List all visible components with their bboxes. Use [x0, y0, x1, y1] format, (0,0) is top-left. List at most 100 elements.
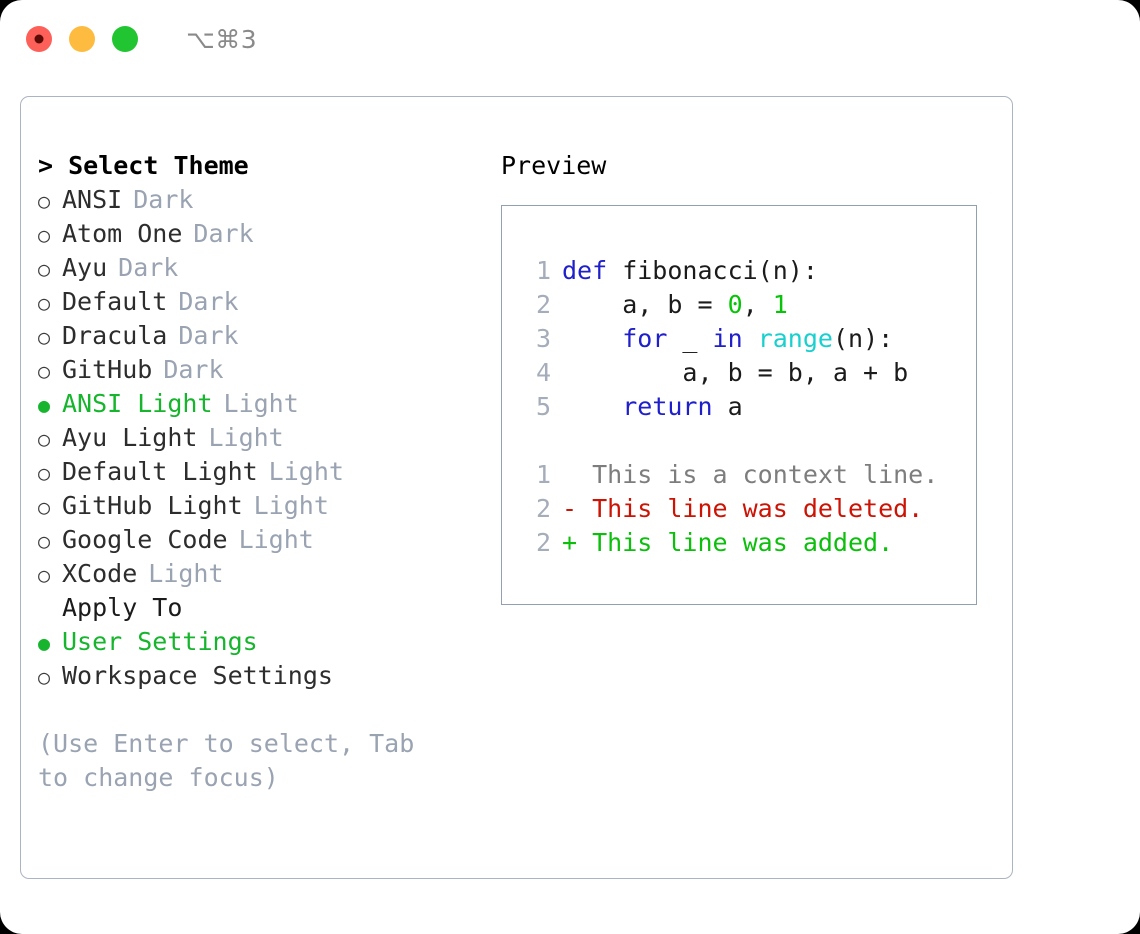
- apply-to-option-user-settings[interactable]: ● User Settings: [38, 625, 478, 659]
- line-number: 3: [535, 324, 551, 353]
- code-token-num: 1: [772, 290, 788, 319]
- theme-variant-badge: Dark: [118, 253, 179, 282]
- theme-option-label: Dracula: [62, 321, 168, 350]
- diff-line-ctx: 1 This is a context line.: [521, 458, 970, 492]
- theme-variant-badge: Dark: [133, 185, 194, 214]
- radio-selected-icon[interactable]: ●: [38, 631, 51, 655]
- line-number: 2: [535, 528, 551, 557]
- code-token-plain: a, b = b, a + b: [562, 358, 909, 387]
- keyboard-hint-text: (Use Enter to select, Tab to change focu…: [38, 729, 430, 792]
- theme-option-label: Default: [62, 287, 168, 316]
- code-token-plain: ,: [742, 290, 773, 319]
- diff-line-add: 2 + This line was added.: [521, 526, 970, 560]
- code-diff-spacer: [521, 424, 970, 458]
- radio-unselected-icon[interactable]: ○: [38, 563, 51, 587]
- theme-option-default-light[interactable]: ○ Default Light Light: [38, 455, 478, 489]
- diff-line-content: - This line was deleted.: [562, 494, 924, 523]
- diff-line-content: + This line was added.: [562, 528, 894, 557]
- diff-sample: 1 This is a context line.2- This line wa…: [521, 458, 970, 560]
- theme-variant-badge: Light: [253, 491, 329, 520]
- theme-option-label: GitHub Light: [62, 491, 243, 520]
- maximize-button[interactable]: [112, 26, 138, 52]
- code-token-plain: [562, 392, 622, 421]
- code-token-plain: fibonacci(n):: [607, 256, 818, 285]
- radio-unselected-icon[interactable]: ○: [38, 427, 51, 451]
- apply-to-list[interactable]: ● User Settings ○Workspace Settings: [38, 625, 478, 693]
- radio-unselected-icon[interactable]: ○: [38, 461, 51, 485]
- code-token-plain: _: [667, 324, 713, 353]
- theme-option-label: GitHub: [62, 355, 153, 384]
- theme-option-label: ANSI: [62, 185, 123, 214]
- select-theme-heading: > Select Theme: [38, 151, 249, 180]
- theme-option-github[interactable]: ○ GitHub Dark: [38, 353, 478, 387]
- keyboard-shortcut-label: ⌥⌘3: [186, 24, 258, 54]
- code-token-fn: range: [757, 324, 833, 353]
- radio-unselected-icon[interactable]: ○: [38, 325, 51, 349]
- minimize-button[interactable]: [69, 26, 95, 52]
- theme-variant-badge: Light: [208, 423, 284, 452]
- line-number: 1: [535, 256, 551, 285]
- theme-variant-badge: Dark: [163, 355, 224, 384]
- code-line: 2 a, b = 0, 1: [521, 288, 970, 322]
- theme-option-dracula[interactable]: ○ Dracula Dark: [38, 319, 478, 353]
- radio-unselected-icon[interactable]: ○: [38, 291, 51, 315]
- radio-unselected-icon[interactable]: ○: [38, 359, 51, 383]
- code-line-content: return a: [562, 390, 742, 424]
- theme-option-label: XCode: [62, 559, 138, 588]
- theme-option-label: Atom One: [62, 219, 183, 248]
- code-token-kw: return: [622, 392, 713, 421]
- close-button[interactable]: [26, 26, 52, 52]
- radio-selected-icon[interactable]: ●: [38, 393, 51, 417]
- theme-option-label: Google Code: [62, 525, 228, 554]
- apply-to-option-workspace-settings[interactable]: ○Workspace Settings: [38, 659, 478, 693]
- code-token-plain: a, b =: [562, 290, 728, 319]
- code-token-kw: def: [562, 256, 608, 285]
- apply-to-heading: Apply To: [62, 593, 183, 622]
- radio-unselected-icon[interactable]: ○: [38, 223, 51, 247]
- radio-unselected-icon[interactable]: ○: [38, 189, 51, 213]
- radio-unselected-icon[interactable]: ○: [38, 529, 51, 553]
- line-number: 2: [535, 494, 551, 523]
- code-line-content: a, b = b, a + b: [562, 356, 908, 390]
- theme-option-ansi[interactable]: ○ ANSI Dark: [38, 183, 478, 217]
- theme-option-ayu-light[interactable]: ○ Ayu Light Light: [38, 421, 478, 455]
- theme-option-ansi-light[interactable]: ● ANSI Light Light: [38, 387, 478, 421]
- theme-option-label: Ayu Light: [62, 423, 198, 452]
- code-line: 4 a, b = b, a + b: [521, 356, 970, 390]
- line-number: 5: [535, 392, 551, 421]
- code-token-kw: in: [712, 324, 743, 353]
- theme-option-github-light[interactable]: ○ GitHub Light Light: [38, 489, 478, 523]
- theme-option-label: ANSI Light: [62, 389, 213, 418]
- line-number: 2: [535, 290, 551, 319]
- radio-unselected-icon[interactable]: ○: [38, 257, 51, 281]
- theme-variant-badge: Light: [223, 389, 299, 418]
- diff-line-del: 2 - This line was deleted.: [521, 492, 970, 526]
- code-token-plain: [743, 324, 758, 353]
- theme-option-label: Default Light: [62, 457, 258, 486]
- radio-unselected-icon[interactable]: ○: [38, 495, 51, 519]
- preview-heading: Preview: [501, 151, 607, 180]
- theme-option-atom-one[interactable]: ○ Atom One Dark: [38, 217, 478, 251]
- code-token-num: 0: [727, 290, 743, 319]
- theme-variant-badge: Dark: [193, 219, 254, 248]
- radio-unselected-icon[interactable]: ○: [38, 665, 51, 689]
- code-line-content: for _ in range(n):: [562, 322, 893, 356]
- theme-variant-badge: Light: [268, 457, 344, 486]
- theme-variant-badge: Dark: [178, 321, 239, 350]
- apply-to-option-label: User Settings: [62, 627, 258, 656]
- code-token-plain: [562, 324, 622, 353]
- diff-line-content: This is a context line.: [562, 460, 939, 489]
- code-line: 1 def fibonacci(n):: [521, 254, 970, 288]
- window-titlebar: ⌥⌘3: [0, 0, 1140, 78]
